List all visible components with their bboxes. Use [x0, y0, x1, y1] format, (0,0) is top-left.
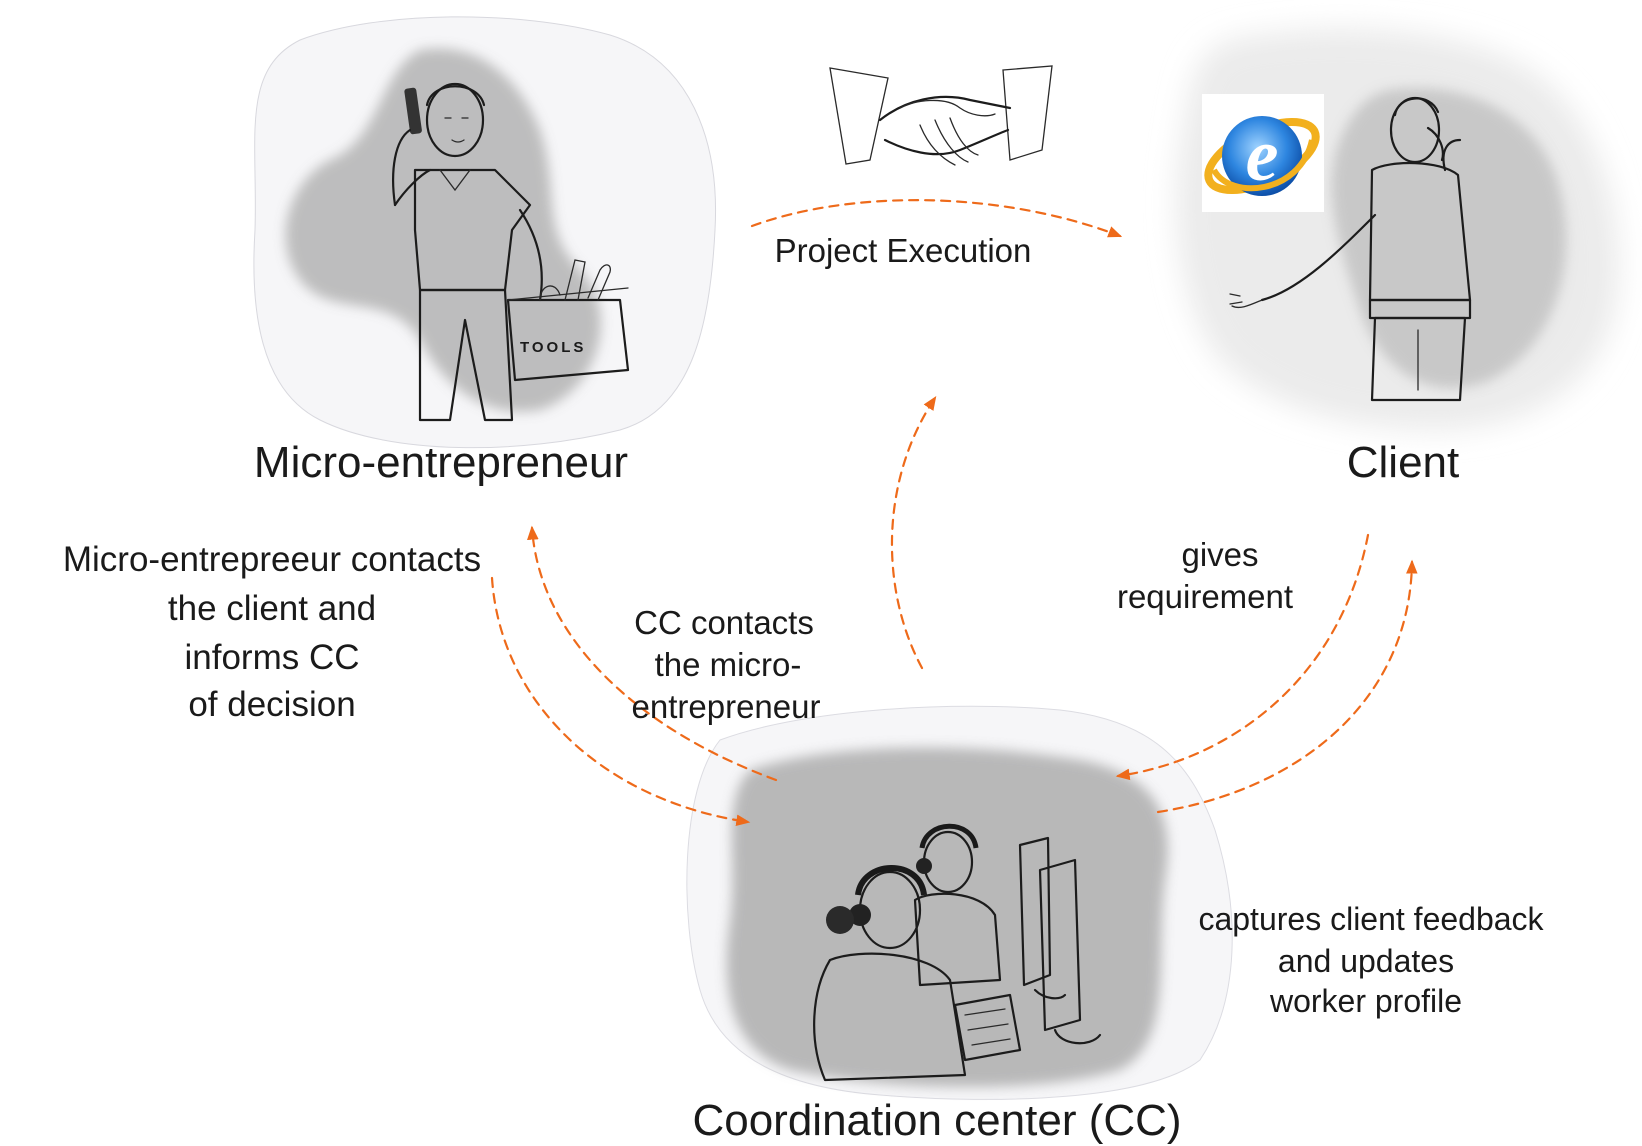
cc-contacts-line-3: entrepreneur	[632, 688, 821, 725]
arrow-cc-to-micro	[527, 525, 778, 782]
cc-wash	[726, 747, 1168, 1087]
client-figure	[1229, 96, 1472, 402]
handshake-icon	[829, 65, 1053, 166]
project-execution-label: Project Execution	[775, 232, 1032, 269]
arrow-project-execution	[750, 199, 1123, 238]
arrow-micro-to-cc	[490, 576, 751, 827]
tools-label: TOOLS	[520, 339, 586, 356]
coordination-center-illustration	[686, 705, 1233, 1100]
micro-entrepreneur-illustration: TOOLS	[253, 16, 717, 449]
micro-contacts-line-3: informs CC	[184, 638, 359, 677]
arrow-cc-to-project	[890, 396, 937, 670]
internet-explorer-icon: e	[1202, 94, 1324, 212]
client-title: Client	[1347, 438, 1460, 487]
micro-contacts-line-4: of decision	[188, 685, 355, 724]
coordination-center-title: Coordination center (CC)	[692, 1096, 1181, 1145]
gives-requirement-line-1: gives	[1181, 536, 1258, 573]
arrow-cc-to-client	[1156, 559, 1418, 814]
client-illustration: e	[1176, 28, 1619, 431]
captures-feedback-line-2: and updates	[1278, 943, 1454, 979]
arrow-client-to-cc	[1115, 533, 1370, 781]
cc-contacts-line-2: the micro-	[655, 646, 802, 683]
micro-contacts-line-2: the client and	[168, 589, 376, 628]
micro-entrepreneur-figure: TOOLS	[392, 82, 630, 422]
arrows	[490, 199, 1418, 827]
micro-contacts-line-1: Micro-entrepreeur contacts	[63, 540, 481, 579]
cc-contacts-line-1: CC contacts	[634, 604, 814, 641]
cc-workers-figure	[813, 823, 1102, 1082]
gives-requirement-line-2: requirement	[1117, 578, 1293, 615]
micro-entrepreneur-wash	[285, 48, 601, 412]
captures-feedback-line-3: worker profile	[1269, 983, 1462, 1019]
micro-entrepreneur-title: Micro-entrepreneur	[254, 438, 628, 487]
captures-feedback-line-1: captures client feedback	[1198, 901, 1544, 937]
